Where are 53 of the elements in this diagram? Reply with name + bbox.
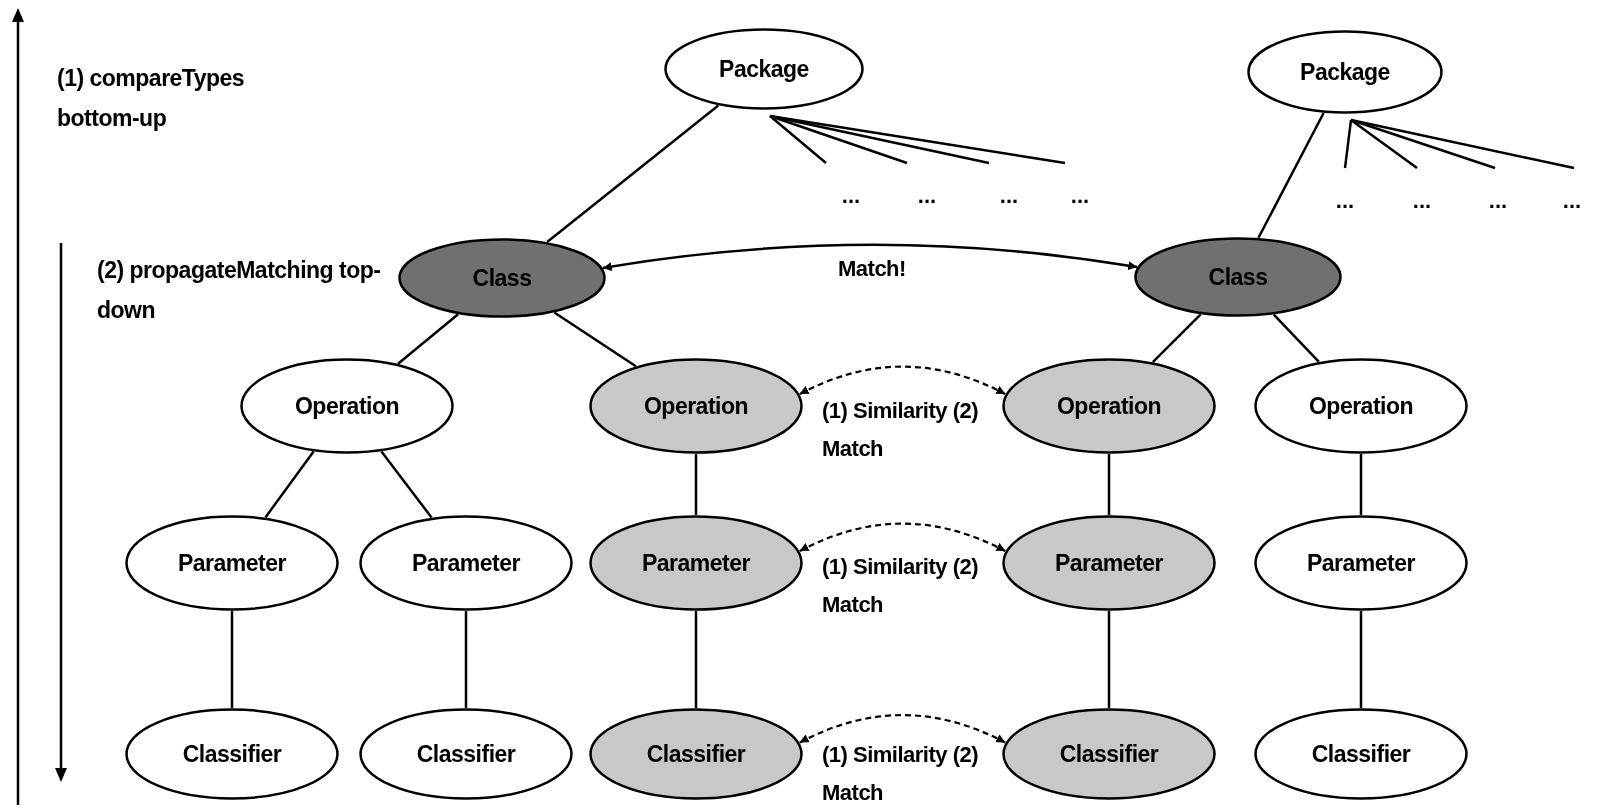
connector-line <box>1151 313 1202 364</box>
annotation-text: (2) propagateMatching top-down <box>97 256 382 325</box>
ellipsis-text: ... <box>1470 168 1526 214</box>
connector-line <box>1343 119 1353 169</box>
ellipse-node: Class <box>1134 237 1342 317</box>
ellipsis-text: ... <box>899 163 955 209</box>
ellipse-node: Package <box>1247 30 1443 114</box>
ellipse-node: Classifier <box>589 708 803 800</box>
dashed-double-arrow <box>799 522 1006 553</box>
double-arrow <box>602 243 1138 272</box>
connector-line <box>397 313 459 365</box>
ellipsis-text: ... <box>1052 163 1108 209</box>
connector-line <box>1257 112 1325 239</box>
ellipsis-text: ... <box>981 163 1037 209</box>
connector-line <box>546 104 720 243</box>
connector-line <box>264 450 315 519</box>
ellipse-node: Parameter <box>589 515 803 611</box>
ellipsis-text: ... <box>1394 168 1450 214</box>
connector-line <box>230 611 234 708</box>
ellipse-node: Classifier <box>1254 708 1468 800</box>
connector-line <box>380 450 433 519</box>
connector-line <box>1107 611 1111 708</box>
connector-line <box>1350 118 1575 170</box>
ellipse-node: Operation <box>589 358 803 454</box>
ellipse-node: Operation <box>1254 358 1468 454</box>
dashed-double-arrow <box>799 365 1006 396</box>
connector-line <box>1350 119 1418 169</box>
dashed-double-arrow <box>799 714 1006 744</box>
connector-line <box>1359 454 1363 515</box>
ellipsis-text: ... <box>823 163 879 209</box>
ellipse-node: Operation <box>1002 358 1216 454</box>
connector-line <box>694 611 698 708</box>
ellipse-node: Classifier <box>125 708 339 800</box>
connector-line <box>769 114 1066 165</box>
annotation-text: (1) compareTypes bottom-up <box>57 64 246 133</box>
connector-line <box>464 611 468 708</box>
connector-line <box>553 311 637 368</box>
ellipse-node: Parameter <box>125 515 339 611</box>
ellipsis-text: ... <box>1317 168 1373 214</box>
ellipse-node: Classifier <box>359 708 573 800</box>
ellipse-node: Parameter <box>1002 515 1216 611</box>
connector-line <box>1359 611 1363 708</box>
ellipse-node: Parameter <box>1254 515 1468 611</box>
connector-line <box>694 454 698 515</box>
ellipsis-text: ... <box>1544 168 1598 214</box>
connector-line <box>1107 454 1111 515</box>
ellipse-node: Parameter <box>359 515 573 611</box>
ellipse-node: Operation <box>240 358 454 454</box>
ellipse-node: Classifier <box>1002 708 1216 800</box>
connector-line <box>769 115 827 164</box>
connector-line <box>1272 313 1320 363</box>
ellipse-node: Package <box>664 28 864 110</box>
ellipse-node: Class <box>398 238 606 318</box>
